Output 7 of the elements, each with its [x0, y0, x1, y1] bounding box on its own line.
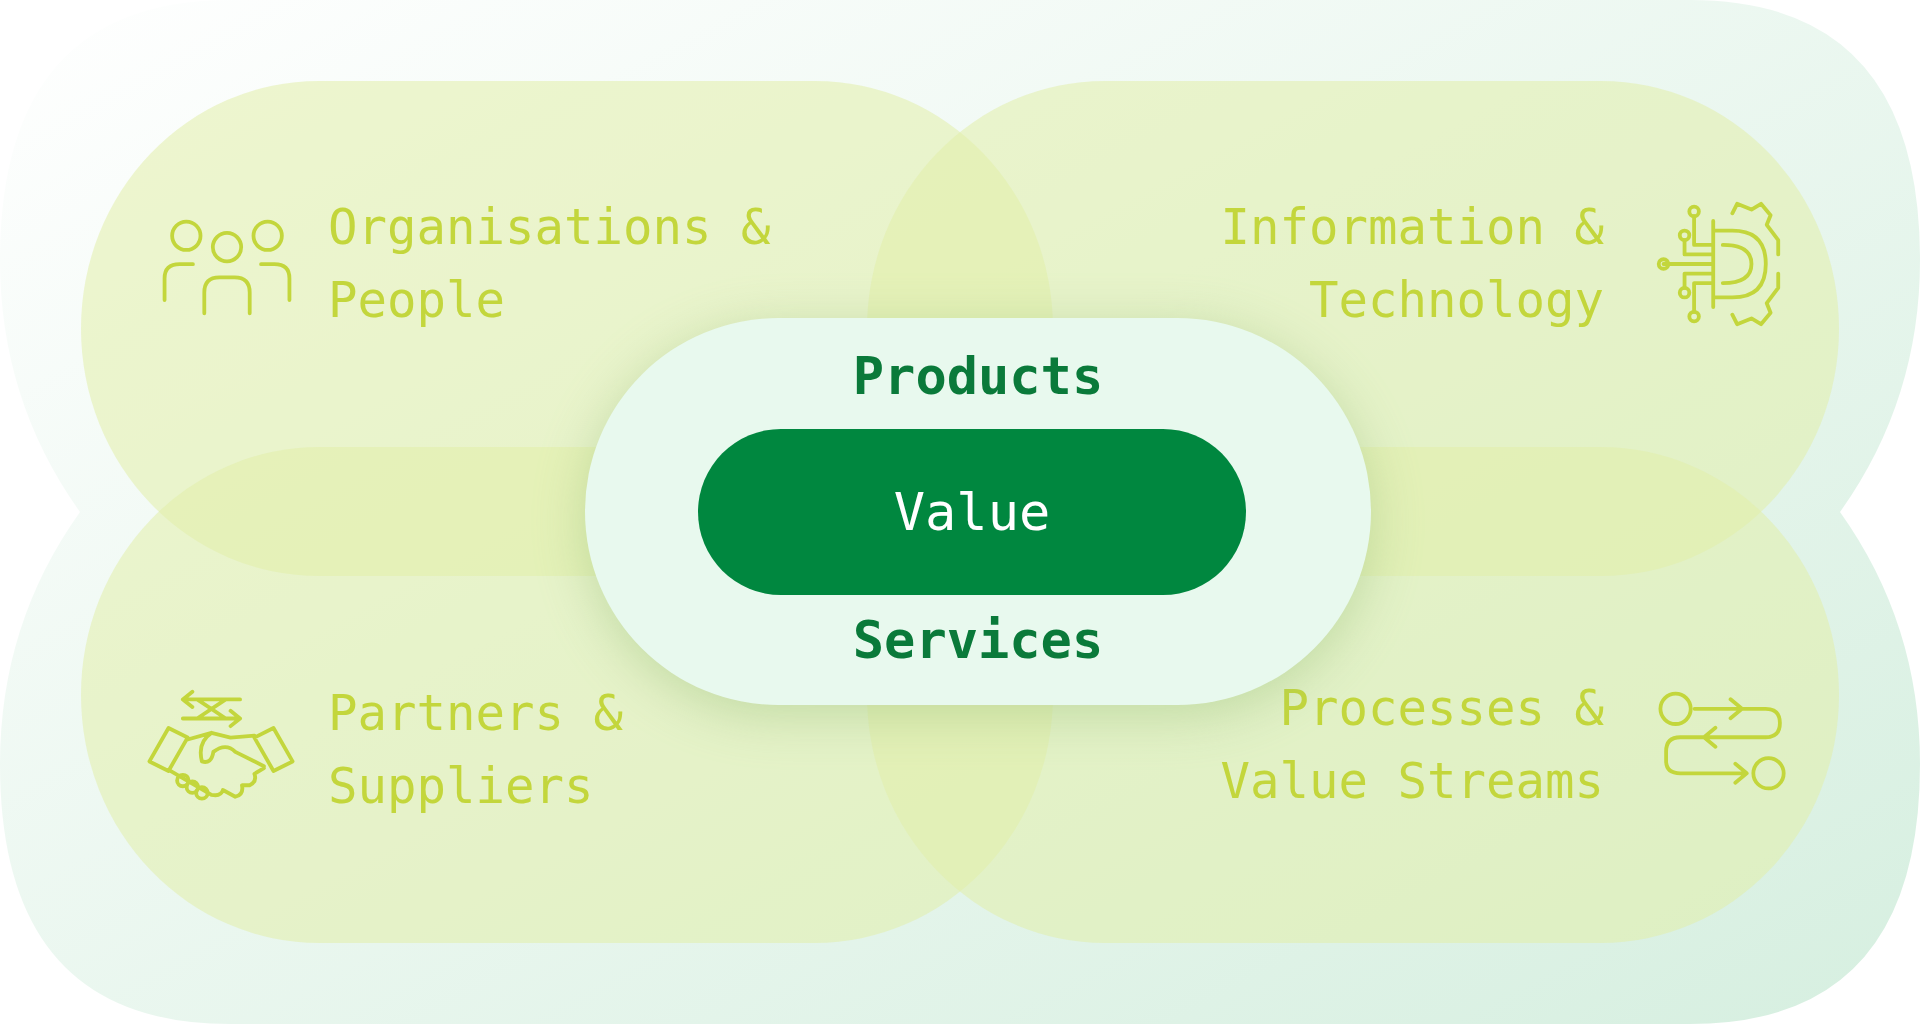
- dimension-title: Partners & Suppliers: [328, 684, 624, 817]
- ring-label: Products: [851, 346, 1105, 406]
- dimension-title: Processes & Value Streams: [1219, 679, 1604, 812]
- dimension-title: Information & Technology: [1219, 198, 1604, 331]
- value-label: Value: [893, 482, 1051, 542]
- ring-label: Services: [851, 610, 1105, 670]
- dimension-title: Organisations & People: [328, 198, 772, 331]
